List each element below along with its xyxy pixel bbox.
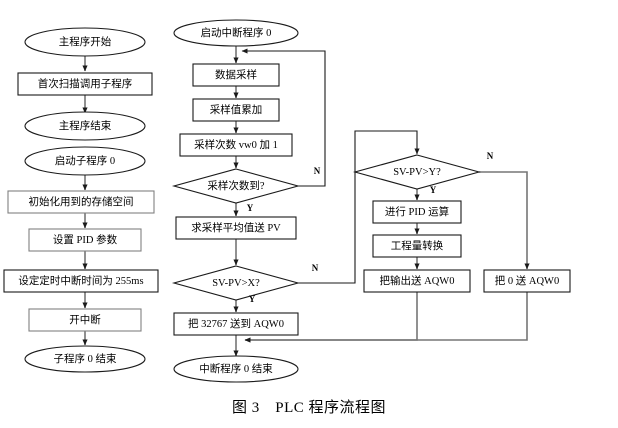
node-label: 启动子程序 0 <box>55 154 115 167</box>
node-label: 采样值累加 <box>210 103 263 116</box>
edge-r1-to-r5 <box>479 171 530 270</box>
node-label: 把 32767 送到 AQW0 <box>188 317 284 330</box>
node-shape-terminator <box>24 345 146 373</box>
node-m1: 启动中断程序 0 <box>173 19 299 47</box>
node-n3: 主程序结束 <box>24 111 146 141</box>
node-m9: 中断程序 0 结束 <box>173 355 299 383</box>
node-label: 启动中断程序 0 <box>201 26 272 39</box>
node-n5: 初始化用到的存储空间 <box>7 190 155 214</box>
node-label: 开中断 <box>69 313 101 326</box>
node-shape-process <box>28 228 142 252</box>
node-shape-terminator <box>173 19 299 47</box>
edges-layer <box>82 46 530 357</box>
node-shape-process <box>363 269 471 293</box>
node-n6: 设置 PID 参数 <box>28 228 142 252</box>
node-shape-process <box>192 63 280 87</box>
node-shape-terminator <box>24 146 146 176</box>
node-label: 采样次数 vw0 加 1 <box>194 138 278 151</box>
node-shape-process <box>175 216 297 240</box>
node-label: 把输出送 AQW0 <box>380 274 455 287</box>
node-shape-decision <box>171 265 301 301</box>
node-r3: 工程量转换 <box>372 234 462 258</box>
node-n1: 主程序开始 <box>24 27 146 57</box>
edge-label-e18: Y <box>430 185 437 195</box>
node-label: 设定定时中断时间为 255ms <box>18 274 143 287</box>
node-label: 初始化用到的存储空间 <box>29 195 134 208</box>
node-n9: 子程序 0 结束 <box>24 345 146 373</box>
edge-labels-layer: Y N Y N Y N <box>247 151 494 304</box>
node-n7: 设定定时中断时间为 255ms <box>3 269 159 293</box>
edge-label-e12: Y <box>247 203 254 213</box>
edge-label-e16: N <box>312 263 319 273</box>
node-n8: 开中断 <box>28 308 142 332</box>
node-m6: 求采样平均值送 PV <box>175 216 297 240</box>
node-shape-process <box>17 72 153 96</box>
node-label: 子程序 0 结束 <box>54 352 117 365</box>
node-shape-process <box>173 312 299 336</box>
node-shape-decision <box>352 154 482 190</box>
node-label: 把 0 送 AQW0 <box>495 274 559 287</box>
edge-m7-to-r1 <box>298 130 420 284</box>
node-shape-process <box>28 308 142 332</box>
node-r5: 把 0 送 AQW0 <box>483 269 571 293</box>
node-shape-decision <box>171 168 301 204</box>
node-r2: 进行 PID 运算 <box>372 200 462 224</box>
node-label: 首次扫描调用子程序 <box>38 77 133 90</box>
node-n2: 首次扫描调用子程序 <box>17 72 153 96</box>
node-m3: 采样值累加 <box>192 98 280 122</box>
node-label: 求采样平均值送 PV <box>191 221 281 234</box>
node-n4: 启动子程序 0 <box>24 146 146 176</box>
node-label: SV-PV>Y? <box>393 167 441 178</box>
node-shape-process <box>372 200 462 224</box>
node-label: 工程量转换 <box>391 239 444 252</box>
node-shape-process <box>3 269 159 293</box>
node-label: SV-PV>X? <box>212 278 260 289</box>
edge-m5-to-m1 <box>241 48 326 187</box>
node-m8: 把 32767 送到 AQW0 <box>173 312 299 336</box>
node-m2: 数据采样 <box>192 63 280 87</box>
node-m4: 采样次数 vw0 加 1 <box>179 133 293 157</box>
node-label: 中断程序 0 结束 <box>199 362 273 375</box>
figure-caption: 图 3 PLC 程序流程图 <box>231 400 386 416</box>
node-m7: SV-PV>X? <box>171 265 301 301</box>
node-shape-process <box>179 133 293 157</box>
node-shape-terminator <box>24 27 146 57</box>
node-label: 主程序开始 <box>59 35 112 48</box>
edge-r5-to-m9 <box>244 292 528 343</box>
edge-label-e13: N <box>314 166 321 176</box>
node-label: 主程序结束 <box>59 119 112 132</box>
node-r4: 把输出送 AQW0 <box>363 269 471 293</box>
edge-label-e15: Y <box>249 294 256 304</box>
node-shape-process <box>483 269 571 293</box>
node-shape-process <box>7 190 155 214</box>
edge-label-e21: N <box>487 151 494 161</box>
node-shape-process <box>192 98 280 122</box>
node-label: 设置 PID 参数 <box>53 233 118 246</box>
node-shape-terminator <box>173 355 299 383</box>
node-shape-process <box>372 234 462 258</box>
node-label: 数据采样 <box>215 68 257 81</box>
node-label: 进行 PID 运算 <box>385 205 449 218</box>
node-label: 采样次数到? <box>207 179 264 192</box>
node-r1: SV-PV>Y? <box>352 154 482 190</box>
node-shape-terminator <box>24 111 146 141</box>
node-m5: 采样次数到? <box>171 168 301 204</box>
